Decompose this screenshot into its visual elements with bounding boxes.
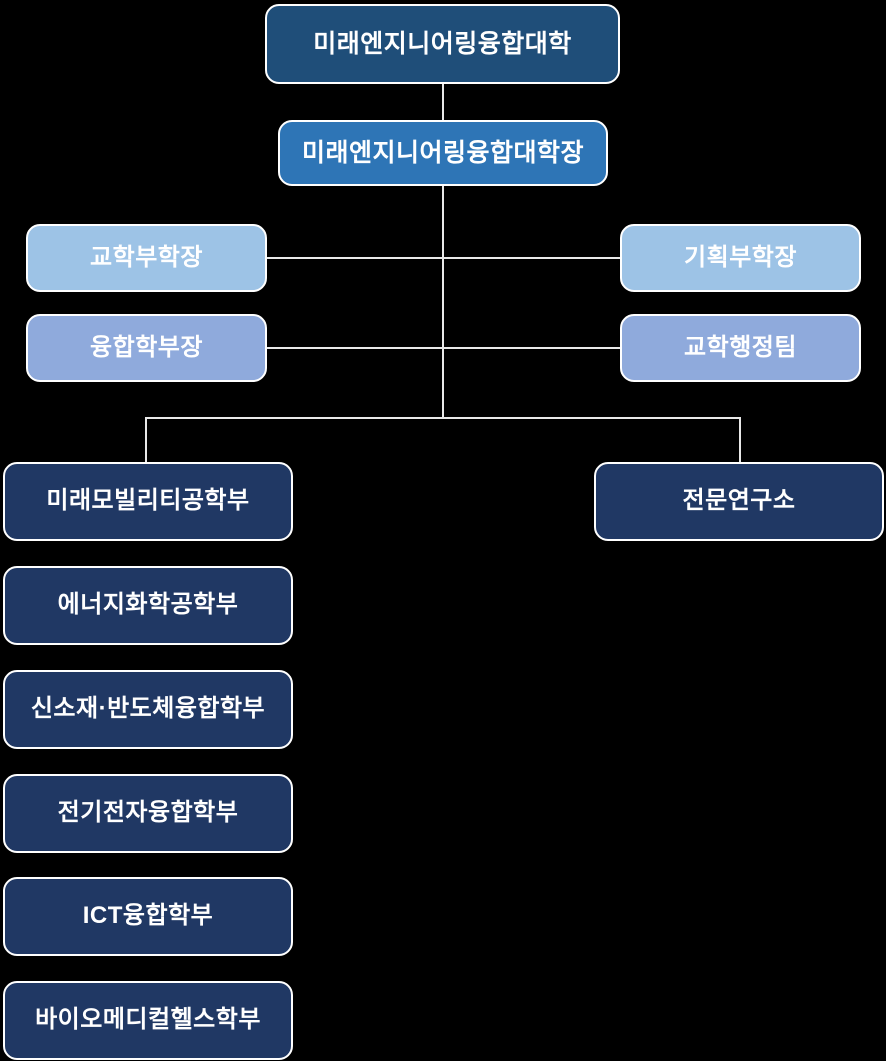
connector-branch-horizontal xyxy=(145,417,741,419)
connector-dean-to-branch xyxy=(442,186,444,419)
node-department-future-mobility: 미래모빌리티공학부 xyxy=(3,462,293,541)
node-academic-admin-team: 교학행정팀 xyxy=(620,314,861,382)
connector-drop-institute xyxy=(739,417,741,463)
node-academic-vice-dean: 교학부학장 xyxy=(26,224,267,292)
node-department-materials-semiconductor: 신소재·반도체융합학부 xyxy=(3,670,293,749)
node-planning-vice-dean: 기획부학장 xyxy=(620,224,861,292)
node-convergence-faculty-head: 융합학부장 xyxy=(26,314,267,382)
connector-root-to-dean xyxy=(442,84,444,122)
node-research-institute: 전문연구소 xyxy=(594,462,884,541)
connector-row1-horizontal xyxy=(266,257,620,259)
node-department-ict: ICT융합학부 xyxy=(3,877,293,956)
node-college: 미래엔지니어링융합대학 xyxy=(265,4,620,84)
node-department-energy-chemical: 에너지화학공학부 xyxy=(3,566,293,645)
connector-drop-departments xyxy=(145,417,147,463)
node-department-electrical-electronic: 전기전자융합학부 xyxy=(3,774,293,853)
node-department-biomedical-health: 바이오메디컬헬스학부 xyxy=(3,981,293,1060)
connector-row2-horizontal xyxy=(266,347,620,349)
node-dean: 미래엔지니어링융합대학장 xyxy=(278,120,608,186)
